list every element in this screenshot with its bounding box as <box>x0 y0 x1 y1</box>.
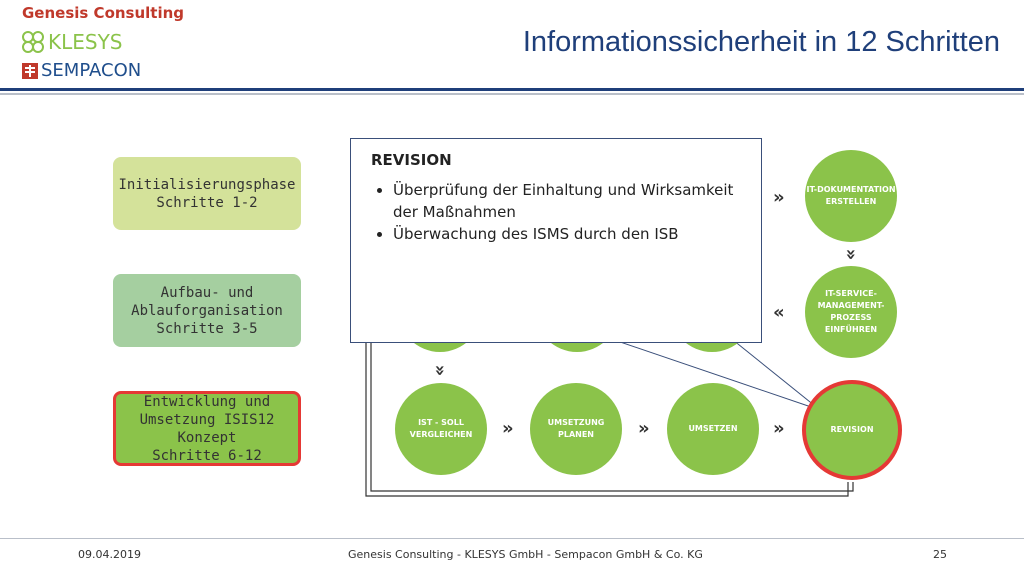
header-divider-light <box>0 93 1024 95</box>
step-label-line: IST - SOLL <box>418 418 464 427</box>
klesys-clover-icon <box>22 31 44 53</box>
step-label-line: IT-DOKUMENTATION <box>806 185 896 194</box>
phase-label-line: Konzept <box>177 429 237 446</box>
arrow-right-icon: » <box>638 418 650 439</box>
phase-label-line: Schritte 3-5 <box>156 320 258 337</box>
step-umsetzen[interactable]: UMSETZEN <box>667 383 759 475</box>
step-label-line: PROZESS <box>830 313 872 322</box>
arrow-down-icon: » <box>840 248 862 261</box>
step-label-line: IT-SERVICE- <box>825 289 877 298</box>
step-label: REVISION <box>830 425 874 434</box>
phase-box-initialisierung[interactable]: Initialisierungsphase Schritte 1-2 <box>113 157 301 230</box>
step-label: UMSETZEN <box>688 424 738 433</box>
phase-label-line: Schritte 1-2 <box>156 194 258 211</box>
callout-item: Überprüfung der Einhaltung und Wirksamke… <box>393 179 741 223</box>
step-label-line: EINFÜHREN <box>824 325 878 334</box>
phase-label-line: Ablauforganisation <box>131 302 283 319</box>
step-it-dokumentation[interactable]: IT-DOKUMENTATION ERSTELLEN <box>805 150 897 242</box>
step-label-line: ERSTELLEN <box>825 197 877 206</box>
arrow-left-icon: « <box>773 302 785 323</box>
page-title: Informationssicherheit in 12 Schritten <box>522 26 1000 58</box>
step-it-service-management[interactable]: IT-SERVICE- MANAGEMENT- PROZESS EINFÜHRE… <box>805 266 897 358</box>
step-label-line: MANAGEMENT- <box>817 301 885 310</box>
sempacon-logo: SEMPACON <box>22 60 141 81</box>
callout-item: Überwachung des ISMS durch den ISB <box>393 223 741 245</box>
sempacon-mark-icon <box>22 62 38 79</box>
step-umsetzung-planen[interactable]: UMSETZUNG PLANEN <box>530 383 622 475</box>
header-divider <box>0 88 1024 91</box>
phase-label-line: Umsetzung ISIS12 <box>139 411 275 428</box>
callout-title: REVISION <box>371 151 452 169</box>
footer-date: 09.04.2019 <box>78 548 141 561</box>
step-ist-soll-vergleichen[interactable]: IST - SOLL VERGLEICHEN <box>395 383 487 475</box>
phase-label-line: Schritte 6-12 <box>152 447 262 464</box>
arrow-right-icon: » <box>502 418 514 439</box>
arrow-right-icon: » <box>773 418 785 439</box>
phase-label-line: Entwicklung und <box>143 393 271 410</box>
phase-box-entwicklung[interactable]: Entwicklung und Umsetzung ISIS12 Konzept… <box>113 391 301 466</box>
phase-label-line: Initialisierungsphase <box>118 176 296 193</box>
footer-page-number: 25 <box>933 548 947 561</box>
phase-box-aufbau[interactable]: Aufbau- und Ablauforganisation Schritte … <box>113 274 301 347</box>
revision-callout: REVISION Überprüfung der Einhaltung und … <box>350 138 762 343</box>
phase-label-line: Aufbau- und <box>160 284 254 301</box>
brand-name: Genesis Consulting <box>22 4 185 22</box>
callout-list: Überprüfung der Einhaltung und Wirksamke… <box>371 179 741 245</box>
footer-company: Genesis Consulting - KLESYS GmbH - Sempa… <box>348 548 703 561</box>
step-label-line: VERGLEICHEN <box>409 430 473 439</box>
arrow-down-icon: » <box>429 364 451 377</box>
klesys-logo-text: KLESYS <box>48 30 123 54</box>
sempacon-logo-text: SEMPACON <box>41 60 142 81</box>
footer-divider <box>0 538 1024 539</box>
step-label: UMSETZUNG PLANEN <box>547 418 605 439</box>
klesys-logo: KLESYS <box>22 30 123 54</box>
step-revision[interactable]: REVISION <box>802 380 902 480</box>
arrow-right-icon: » <box>773 187 785 208</box>
